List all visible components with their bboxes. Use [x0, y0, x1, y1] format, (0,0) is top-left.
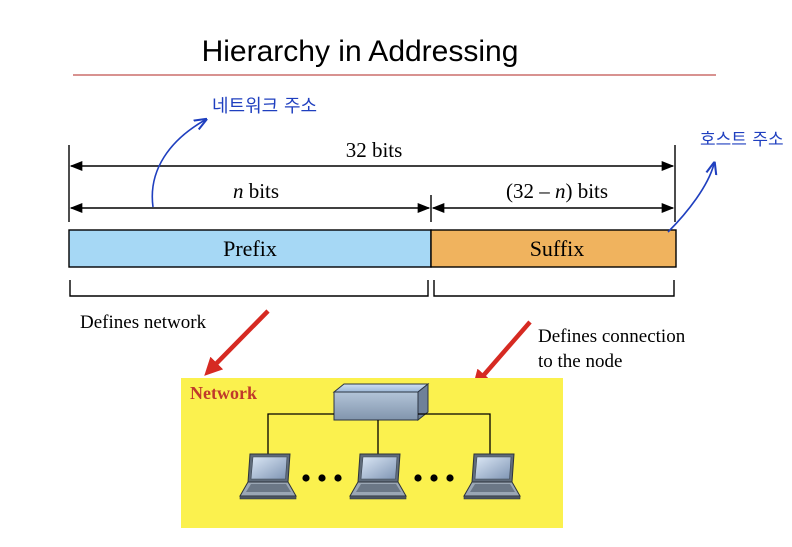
suffix-description-line1: Defines connection: [538, 326, 686, 347]
host-note-arrow: [667, 164, 714, 233]
switch-icon: [332, 382, 430, 422]
suffix-bits-label: (32 – n) bits: [506, 179, 608, 203]
ellipsis-right: [414, 474, 454, 482]
suffix-bar: [430, 229, 677, 268]
host-address-note: 호스트 주소: [700, 130, 784, 150]
ellipsis-left: [302, 474, 342, 482]
network-note-arrow: [151, 120, 205, 208]
suffix-description-line2: to the node: [538, 351, 622, 372]
network-address-note: 네트워크 주소: [212, 96, 317, 117]
prefix-bracket: [69, 280, 429, 297]
network-wiring: [267, 413, 491, 458]
suffix-bracket: [433, 280, 675, 297]
total-bits-label: 32 bits: [346, 138, 403, 162]
prefix-label: Prefix: [223, 236, 277, 261]
suffix-label: Suffix: [530, 236, 585, 261]
prefix-pointer-arrow: [204, 309, 270, 376]
slide-title: Hierarchy in Addressing: [202, 35, 519, 68]
prefix-bar: [68, 229, 432, 268]
prefix-description: Defines network: [80, 312, 207, 333]
suffix-pointer-arrow: [472, 320, 532, 389]
prefix-bits-label: n bits: [233, 179, 279, 203]
network-label: Network: [190, 383, 257, 403]
